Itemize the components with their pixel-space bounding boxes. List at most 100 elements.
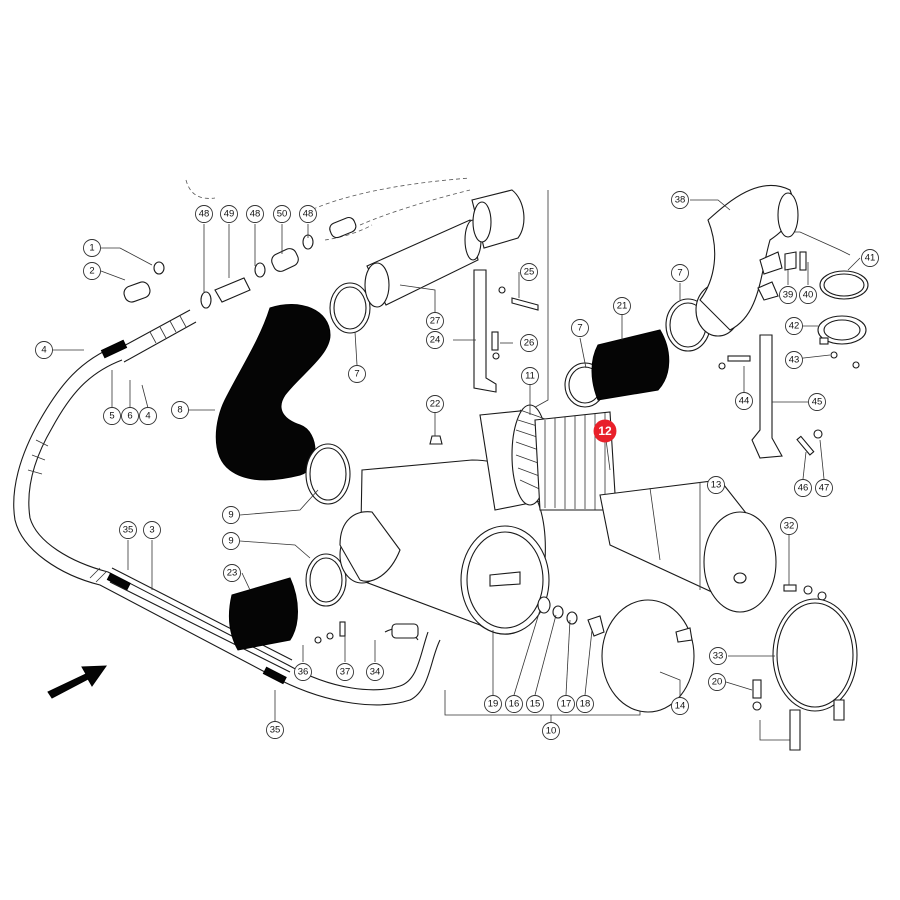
callout-9-upper[interactable]: 9 xyxy=(222,506,240,524)
callout-7-middle[interactable]: 7 xyxy=(571,319,589,337)
callout-4-left[interactable]: 4 xyxy=(35,341,53,359)
svg-text:6: 6 xyxy=(127,411,132,422)
callout-46[interactable]: 46 xyxy=(794,479,812,497)
callout-44[interactable]: 44 xyxy=(735,392,753,410)
callout-18[interactable]: 18 xyxy=(576,695,594,713)
callout-1[interactable]: 1 xyxy=(83,239,101,257)
callout-34[interactable]: 34 xyxy=(366,663,384,681)
callout-15[interactable]: 15 xyxy=(526,695,544,713)
svg-text:7: 7 xyxy=(677,268,682,279)
svg-text:41: 41 xyxy=(865,253,876,264)
elbow-pipe xyxy=(699,184,807,331)
mount-rings xyxy=(817,270,869,345)
callout-2[interactable]: 2 xyxy=(83,262,101,280)
svg-text:37: 37 xyxy=(340,667,351,678)
callout-25[interactable]: 25 xyxy=(520,263,538,281)
svg-text:10: 10 xyxy=(546,726,557,737)
callout-14[interactable]: 14 xyxy=(671,697,689,715)
callout-47[interactable]: 47 xyxy=(815,479,833,497)
callout-7-upper[interactable]: 7 xyxy=(348,365,366,383)
callout-37[interactable]: 37 xyxy=(336,663,354,681)
callout-7-right[interactable]: 7 xyxy=(671,264,689,282)
svg-text:20: 20 xyxy=(712,677,723,688)
svg-text:23: 23 xyxy=(227,568,238,579)
callout-16[interactable]: 16 xyxy=(505,695,523,713)
callout-11[interactable]: 11 xyxy=(521,367,539,385)
svg-text:14: 14 xyxy=(675,701,686,712)
primary-filter-element xyxy=(479,404,617,511)
bolts xyxy=(314,286,860,711)
upper-intake-pipe xyxy=(364,189,525,308)
callout-10[interactable]: 10 xyxy=(542,722,560,740)
callout-40[interactable]: 40 xyxy=(799,286,817,304)
svg-text:40: 40 xyxy=(803,290,814,301)
callout-42[interactable]: 42 xyxy=(785,317,803,335)
callout-35-lower[interactable]: 35 xyxy=(266,721,284,739)
callout-20[interactable]: 20 xyxy=(708,673,726,691)
svg-text:9: 9 xyxy=(228,510,233,521)
callout-8[interactable]: 8 xyxy=(171,401,189,419)
callout-41[interactable]: 41 xyxy=(861,249,879,267)
callout-36[interactable]: 36 xyxy=(294,663,312,681)
svg-text:21: 21 xyxy=(617,301,628,312)
callout-22[interactable]: 22 xyxy=(426,395,444,413)
svg-text:35: 35 xyxy=(270,725,281,736)
callout-26[interactable]: 26 xyxy=(520,334,538,352)
washers xyxy=(537,596,605,637)
svg-text:5: 5 xyxy=(109,411,114,422)
callout-49[interactable]: 49 xyxy=(220,205,238,223)
svg-text:47: 47 xyxy=(819,483,830,494)
callout-38[interactable]: 38 xyxy=(671,191,689,209)
callout-43[interactable]: 43 xyxy=(785,351,803,369)
filter-cover xyxy=(601,599,695,713)
svg-text:44: 44 xyxy=(739,396,750,407)
svg-text:11: 11 xyxy=(525,371,535,382)
callout-50[interactable]: 50 xyxy=(273,205,291,223)
svg-text:32: 32 xyxy=(784,521,795,532)
svg-text:43: 43 xyxy=(789,355,800,366)
callout-32[interactable]: 32 xyxy=(780,517,798,535)
svg-text:15: 15 xyxy=(530,699,541,710)
flow-direction-arrow xyxy=(47,665,107,699)
callout-13[interactable]: 13 xyxy=(707,476,725,494)
callout-4-lower[interactable]: 4 xyxy=(139,407,157,425)
callout-21[interactable]: 21 xyxy=(613,297,631,315)
svg-text:4: 4 xyxy=(41,345,46,356)
black-hoses xyxy=(229,329,670,651)
svg-text:8: 8 xyxy=(177,405,182,416)
svg-text:48: 48 xyxy=(199,209,210,220)
svg-text:25: 25 xyxy=(524,267,535,278)
svg-text:46: 46 xyxy=(798,483,809,494)
svg-text:22: 22 xyxy=(430,399,441,410)
svg-text:35: 35 xyxy=(123,525,134,536)
callout-19[interactable]: 19 xyxy=(484,695,502,713)
callout-5[interactable]: 5 xyxy=(103,407,121,425)
callout-48-middle[interactable]: 48 xyxy=(246,205,264,223)
callout-48-left[interactable]: 48 xyxy=(195,205,213,223)
callout-39[interactable]: 39 xyxy=(779,286,797,304)
svg-text:1: 1 xyxy=(89,243,94,254)
callout-12-highlighted[interactable]: 12 xyxy=(593,419,617,443)
engine-outline xyxy=(185,177,471,241)
callout-6[interactable]: 6 xyxy=(121,407,139,425)
svg-text:42: 42 xyxy=(789,321,800,332)
svg-text:9: 9 xyxy=(228,536,233,547)
callout-27[interactable]: 27 xyxy=(426,312,444,330)
svg-text:33: 33 xyxy=(713,651,724,662)
callout-48-right[interactable]: 48 xyxy=(299,205,317,223)
callout-9-lower[interactable]: 9 xyxy=(222,532,240,550)
svg-text:13: 13 xyxy=(711,480,722,491)
callout-17[interactable]: 17 xyxy=(557,695,575,713)
callout-33[interactable]: 33 xyxy=(709,647,727,665)
callout-45[interactable]: 45 xyxy=(808,393,826,411)
svg-text:36: 36 xyxy=(298,667,309,678)
svg-text:19: 19 xyxy=(488,699,499,710)
callout-35-upper[interactable]: 35 xyxy=(119,521,137,539)
callout-3[interactable]: 3 xyxy=(143,521,161,539)
callout-23[interactable]: 23 xyxy=(223,564,241,582)
small-fittings xyxy=(123,216,357,309)
svg-text:18: 18 xyxy=(580,699,591,710)
callout-24[interactable]: 24 xyxy=(426,331,444,349)
clamp-ring xyxy=(772,598,858,751)
svg-text:2: 2 xyxy=(89,266,94,277)
